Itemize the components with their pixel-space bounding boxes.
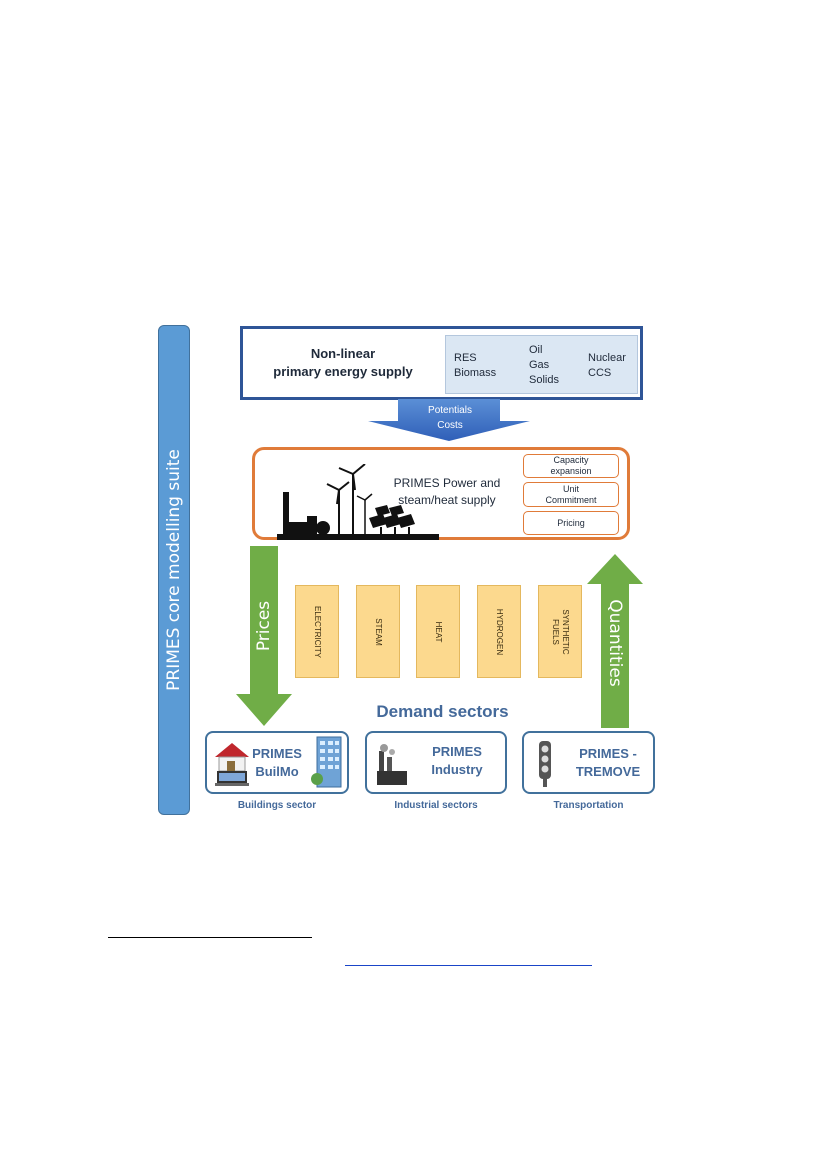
fuel-oil: Oil [529, 344, 543, 356]
primary-supply-title: Non-linear primary energy supply [243, 345, 443, 381]
unit-line1: Unit [562, 483, 579, 494]
house-laptop-icon [215, 743, 249, 786]
potentials-label: Potentials [428, 405, 472, 416]
sector-industry-box: PRIMES Industry [365, 731, 507, 794]
fuel-res: RES [454, 352, 477, 364]
carrier-electricity: ELECTRICITY [295, 585, 339, 678]
fuels-column-2: Oil Gas Solids [529, 343, 559, 388]
sector-transport-name: PRIMES - TREMOVE [566, 745, 650, 781]
pricing-box: Pricing [523, 511, 619, 535]
footnote-link[interactable] [345, 965, 592, 966]
fuels-panel: RES Biomass Oil Gas Solids Nuclear CCS [445, 335, 638, 394]
sector-buildings-caption: Buildings sector [237, 800, 317, 811]
footnote-separator [108, 937, 312, 938]
potentials-text: Potentials Costs [400, 403, 500, 433]
prices-label: Prices [254, 600, 274, 652]
carrier-electricity-label: ELECTRICITY [313, 605, 322, 658]
demand-sectors-title: Demand sectors [376, 702, 509, 721]
capacity-line1: Capacity [553, 455, 589, 465]
capacity-line2: expansion [550, 466, 592, 476]
sector-transport-box: PRIMES - TREMOVE [522, 731, 655, 794]
power-supply-box: PRIMES Power and steam/heat supply Capac… [252, 447, 630, 540]
sector-industry-line2: Industry [431, 762, 483, 777]
sector-buildings-name: PRIMES BuilMo [247, 745, 307, 781]
sector-buildings-line2: BuilMo [255, 764, 299, 779]
office-building-icon [311, 736, 342, 788]
power-title-line1: PRIMES Power and [393, 476, 501, 490]
suite-bar: PRIMES core modelling suite [158, 325, 190, 815]
carrier-hydrogen-label: HYDROGEN [495, 608, 504, 655]
sector-industry-name: PRIMES Industry [417, 743, 497, 779]
carrier-heat: HEAT [416, 585, 460, 678]
sector-industry-caption: Industrial sectors [394, 800, 478, 811]
carrier-steam-label: STEAM [374, 617, 383, 646]
sector-buildings-box: PRIMES BuilMo [205, 731, 349, 794]
costs-label: Costs [437, 420, 463, 431]
carrier-steam: STEAM [356, 585, 400, 678]
power-plant-icon [277, 464, 439, 540]
power-title-line2: steam/heat supply [398, 493, 496, 507]
sector-transport-line2: TREMOVE [575, 764, 641, 779]
fuel-gas: Gas [529, 359, 550, 371]
sector-industry-line1: PRIMES [432, 744, 482, 759]
capacity-expansion-box: Capacity expansion [523, 454, 619, 478]
pricing-label: Pricing [557, 517, 585, 528]
fuel-nuclear: Nuclear [588, 352, 626, 364]
prices-arrow [236, 546, 292, 726]
potentials-arrow [368, 399, 530, 441]
sector-buildings-line1: PRIMES [252, 746, 302, 761]
sector-transport-caption: Transportation [553, 800, 624, 811]
carrier-synthetic-fuels-label: SYNTHETIC FUELS [551, 608, 570, 655]
power-title: PRIMES Power and steam/heat supply [377, 475, 517, 509]
fuel-ccs: CCS [588, 367, 612, 379]
fuels-column-3: Nuclear CCS [588, 351, 626, 381]
sector-transport-line1: PRIMES - [579, 746, 637, 761]
carrier-hydrogen: HYDROGEN [477, 585, 521, 678]
suite-label: PRIMES core modelling suite [164, 449, 184, 691]
fuels-column-1: RES Biomass [454, 351, 496, 381]
fuel-biomass: Biomass [454, 367, 497, 379]
carrier-synthetic-fuels: SYNTHETIC FUELS [538, 585, 582, 678]
quantities-label: Quantities [605, 599, 625, 687]
quantities-arrow [587, 554, 643, 728]
traffic-signal-icon [539, 741, 551, 787]
unit-commitment-box: Unit Commitment [523, 482, 619, 507]
fuel-solids: Solids [529, 374, 559, 386]
primary-supply-box: Non-linear primary energy supply RES Bio… [240, 326, 643, 400]
primary-title-line2: primary energy supply [273, 364, 413, 379]
unit-line2: Commitment [545, 494, 597, 505]
carrier-heat-label: HEAT [434, 621, 443, 642]
primary-title-line1: Non-linear [310, 346, 376, 361]
factory-icon [377, 744, 407, 785]
